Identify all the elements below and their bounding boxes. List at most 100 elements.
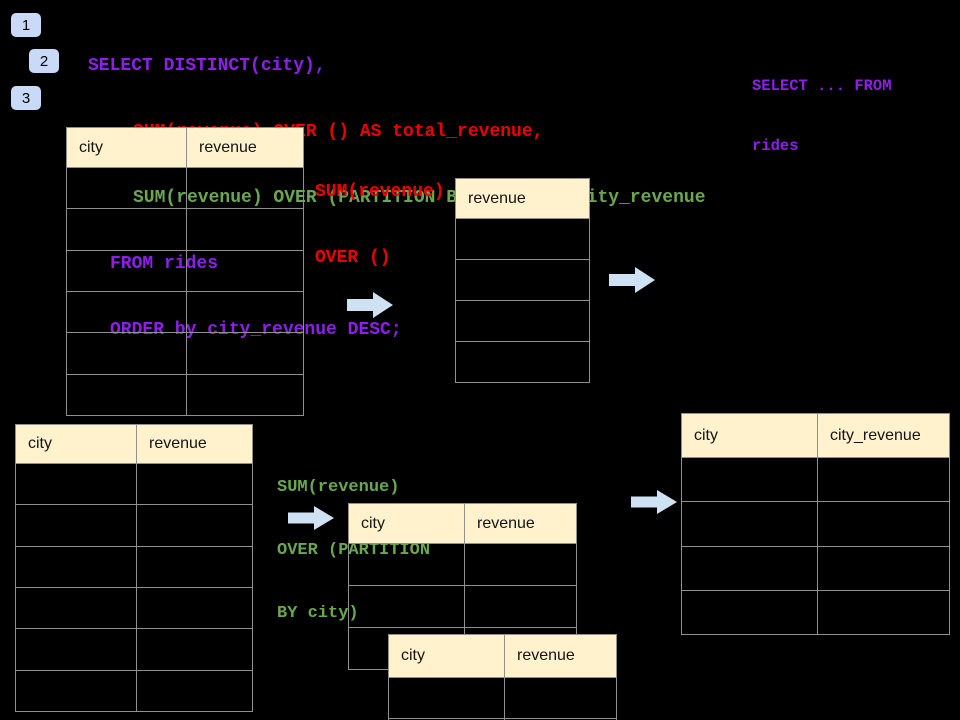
table-cell (67, 168, 186, 208)
table-cell (67, 209, 186, 249)
table-cell (456, 219, 589, 259)
annotation-partition: SUM(revenue) OVER (PARTITION BY city) (277, 435, 430, 666)
table-row (389, 677, 616, 718)
table-cell (817, 458, 949, 502)
column-header-city: city (401, 647, 425, 664)
table-row (456, 259, 589, 300)
table-cell (136, 505, 252, 546)
table-cell (456, 301, 589, 341)
column-header-city: city (694, 426, 718, 444)
table-cell (16, 671, 136, 711)
table-final-result: city city_revenue (681, 413, 950, 635)
column-header-city: city (361, 514, 385, 532)
table-cell (67, 292, 186, 332)
table-cell (16, 588, 136, 628)
table-cell (817, 502, 949, 546)
table-cell (67, 375, 186, 415)
column-header-revenue: revenue (468, 189, 526, 207)
table-row (456, 341, 589, 382)
table-row (67, 290, 303, 333)
table-cell (67, 251, 186, 291)
table-partition-input: city revenue (348, 503, 577, 670)
column-header-revenue: revenue (186, 128, 303, 167)
table-cell (16, 505, 136, 545)
table-row (349, 585, 576, 627)
table-row (16, 504, 252, 546)
step-badge-1: 1 (11, 13, 41, 37)
table-cell (136, 670, 252, 711)
table-cell (186, 250, 303, 291)
annotation-total-revenue: SUM(revenue) OVER () (315, 137, 445, 313)
arrow-right-icon (288, 506, 334, 530)
table-cell (682, 458, 817, 501)
table-cell (186, 333, 303, 374)
table-row (349, 543, 576, 585)
table-cell (16, 547, 136, 587)
column-header-city-revenue: city_revenue (817, 414, 949, 457)
table-cell (349, 544, 464, 585)
table-cell (136, 464, 252, 505)
column-header-revenue: revenue (504, 635, 616, 677)
table-row (16, 628, 252, 670)
table-cell (464, 544, 576, 585)
table-row (67, 167, 303, 209)
annotation-line: rides (752, 137, 799, 155)
table-cell (136, 587, 252, 629)
table-cell (456, 342, 589, 382)
column-header-city: city (28, 435, 52, 452)
column-header-city: city (79, 138, 103, 156)
table-cell (682, 591, 817, 634)
table-cell (16, 464, 136, 504)
table-row (682, 545, 949, 590)
table-header-row: city revenue (349, 504, 576, 543)
arrow-right-icon (631, 490, 677, 514)
table-cell (504, 678, 616, 718)
table-source-top: city revenue (66, 127, 304, 416)
column-header-revenue: revenue (464, 504, 576, 543)
table-row (67, 208, 303, 250)
table-row (16, 586, 252, 629)
annotation-line: SUM(revenue) (277, 478, 400, 497)
annotation-line: OVER () (315, 248, 391, 268)
table-cell (682, 547, 817, 590)
table-row (67, 249, 303, 291)
table-cell (817, 546, 949, 590)
table-header-row: city revenue (67, 128, 303, 167)
arrow-right-icon (347, 292, 393, 318)
table-row (16, 545, 252, 587)
table-row (16, 669, 252, 711)
table-row (682, 501, 949, 546)
annotation-select-from-rides: SELECT ... FROM rides (752, 36, 892, 196)
column-header-revenue: revenue (136, 425, 252, 463)
annotation-line: OVER (PARTITION (277, 541, 431, 560)
annotation-line: SUM(revenue) (315, 182, 445, 202)
table-header-row: city revenue (389, 635, 616, 677)
table-cell (67, 333, 186, 373)
table-header-row: city revenue (16, 425, 252, 463)
table-source-bottom: city revenue (15, 424, 253, 712)
annotation-line: SELECT ... FROM (752, 77, 892, 95)
sql-line-from: FROM rides (110, 254, 219, 274)
table-row (682, 457, 949, 502)
step-badge-2: 2 (29, 49, 59, 73)
arrow-right-icon (609, 267, 655, 293)
table-cell (136, 546, 252, 587)
table-cell (136, 629, 252, 670)
table-cell (464, 586, 576, 627)
table-cell (682, 502, 817, 545)
table-row (67, 373, 303, 415)
table-cell (186, 291, 303, 333)
table-cell (186, 209, 303, 250)
table-cell (186, 374, 303, 415)
step-badge-3: 3 (11, 86, 41, 110)
table-cell (389, 678, 504, 718)
table-total-revenue-result: revenue (455, 178, 590, 383)
table-cell (16, 629, 136, 669)
table-header-row: revenue (456, 179, 589, 218)
table-cell (186, 168, 303, 209)
table-row (16, 463, 252, 505)
table-row (682, 589, 949, 634)
table-row (456, 300, 589, 341)
annotation-line: BY city) (277, 604, 359, 623)
sql-line-select: SELECT DISTINCT(city), (88, 56, 326, 76)
